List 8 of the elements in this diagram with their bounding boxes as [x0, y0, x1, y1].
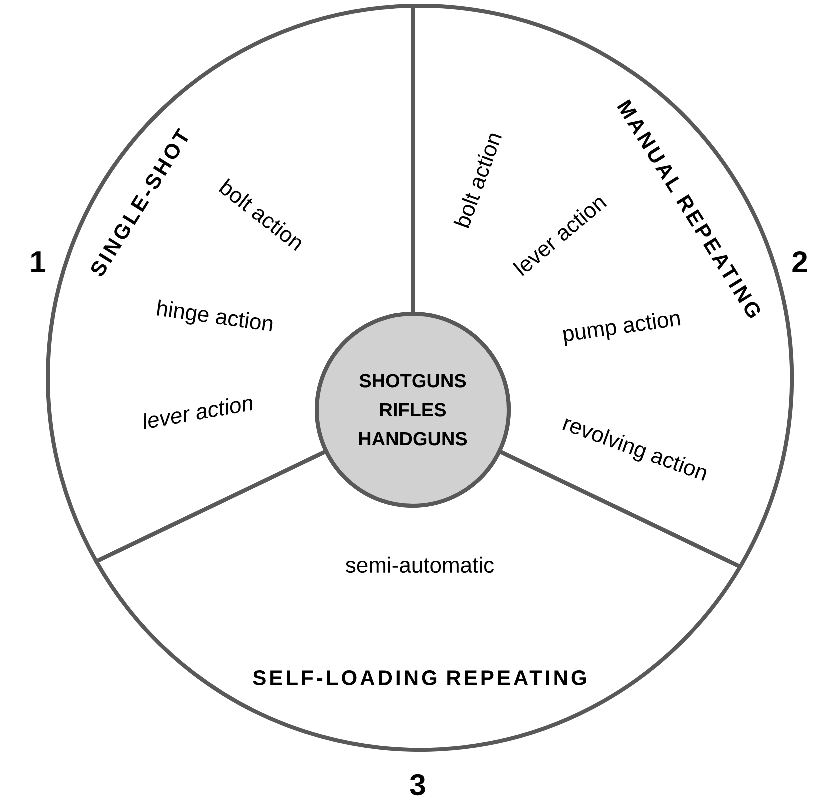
- sector-heading: SELF-LOADING REPEATING: [253, 670, 586, 686]
- action-label: bolt action: [454, 134, 502, 228]
- action-label: lever action: [144, 398, 252, 430]
- sector-number: 2: [792, 252, 808, 272]
- sector-number: 1: [32, 252, 46, 272]
- sector-number: 3: [410, 774, 426, 796]
- action-label: semi-automatic: [346, 556, 494, 574]
- action-label: hinge action: [156, 300, 273, 332]
